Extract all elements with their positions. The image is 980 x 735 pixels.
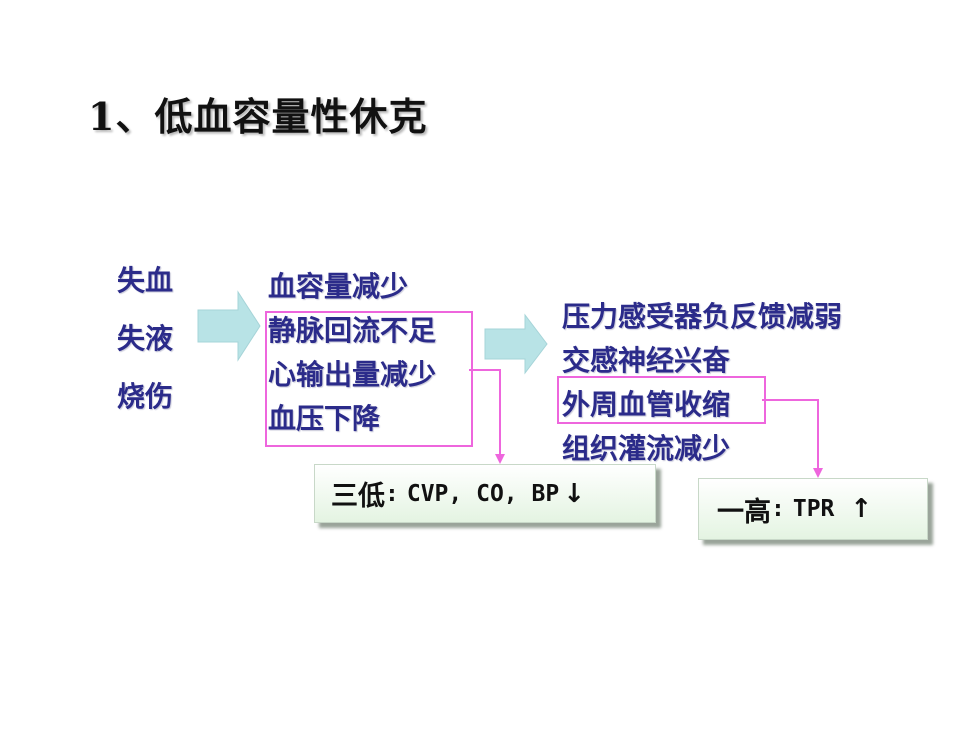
three-low-box: 三低 : CVP, CO, BP ↓	[314, 464, 656, 523]
three-low-text: CVP, CO, BP	[406, 480, 560, 507]
stage1-item: 血容量减少	[268, 270, 409, 303]
flow-arrow-1	[197, 290, 261, 362]
three-low-label: 三低	[331, 481, 385, 512]
stage2-item: 交感神经兴奋	[562, 344, 731, 377]
cause-item: 失血	[117, 264, 174, 297]
stage1-item: 静脉回流不足	[268, 314, 437, 347]
page-title: 1、低血容量性休克	[88, 94, 428, 139]
up-arrow-icon: ↑	[850, 494, 873, 524]
stage2-list: 压力感受器负反馈减弱 交感神经兴奋 外周血管收缩 组织灌流减少	[562, 295, 842, 471]
one-high-text: TPR	[792, 496, 835, 522]
stage1-item: 心输出量减少	[268, 358, 437, 391]
three-low-separator: :	[385, 480, 399, 507]
one-high-label: 一高	[717, 496, 771, 528]
stage1-item: 血压下降	[268, 402, 381, 435]
cause-item: 失液	[117, 322, 174, 355]
one-high-box: 一高 : TPR ↑	[698, 478, 928, 540]
stage1-highlight-box	[265, 311, 473, 447]
causes-list: 失血 失液 烧伤	[117, 252, 173, 426]
stage2-item: 外周血管收缩	[562, 388, 731, 421]
flow-arrow-2	[484, 313, 548, 375]
down-arrow-icon: ↓	[563, 478, 585, 509]
cause-item: 烧伤	[117, 380, 174, 413]
stage2-item: 压力感受器负反馈减弱	[562, 300, 843, 333]
stage1-list: 血容量减少 静脉回流不足 心输出量减少 血压下降	[268, 265, 436, 441]
one-high-separator: :	[771, 496, 785, 522]
stage2-item: 组织灌流减少	[562, 432, 731, 465]
